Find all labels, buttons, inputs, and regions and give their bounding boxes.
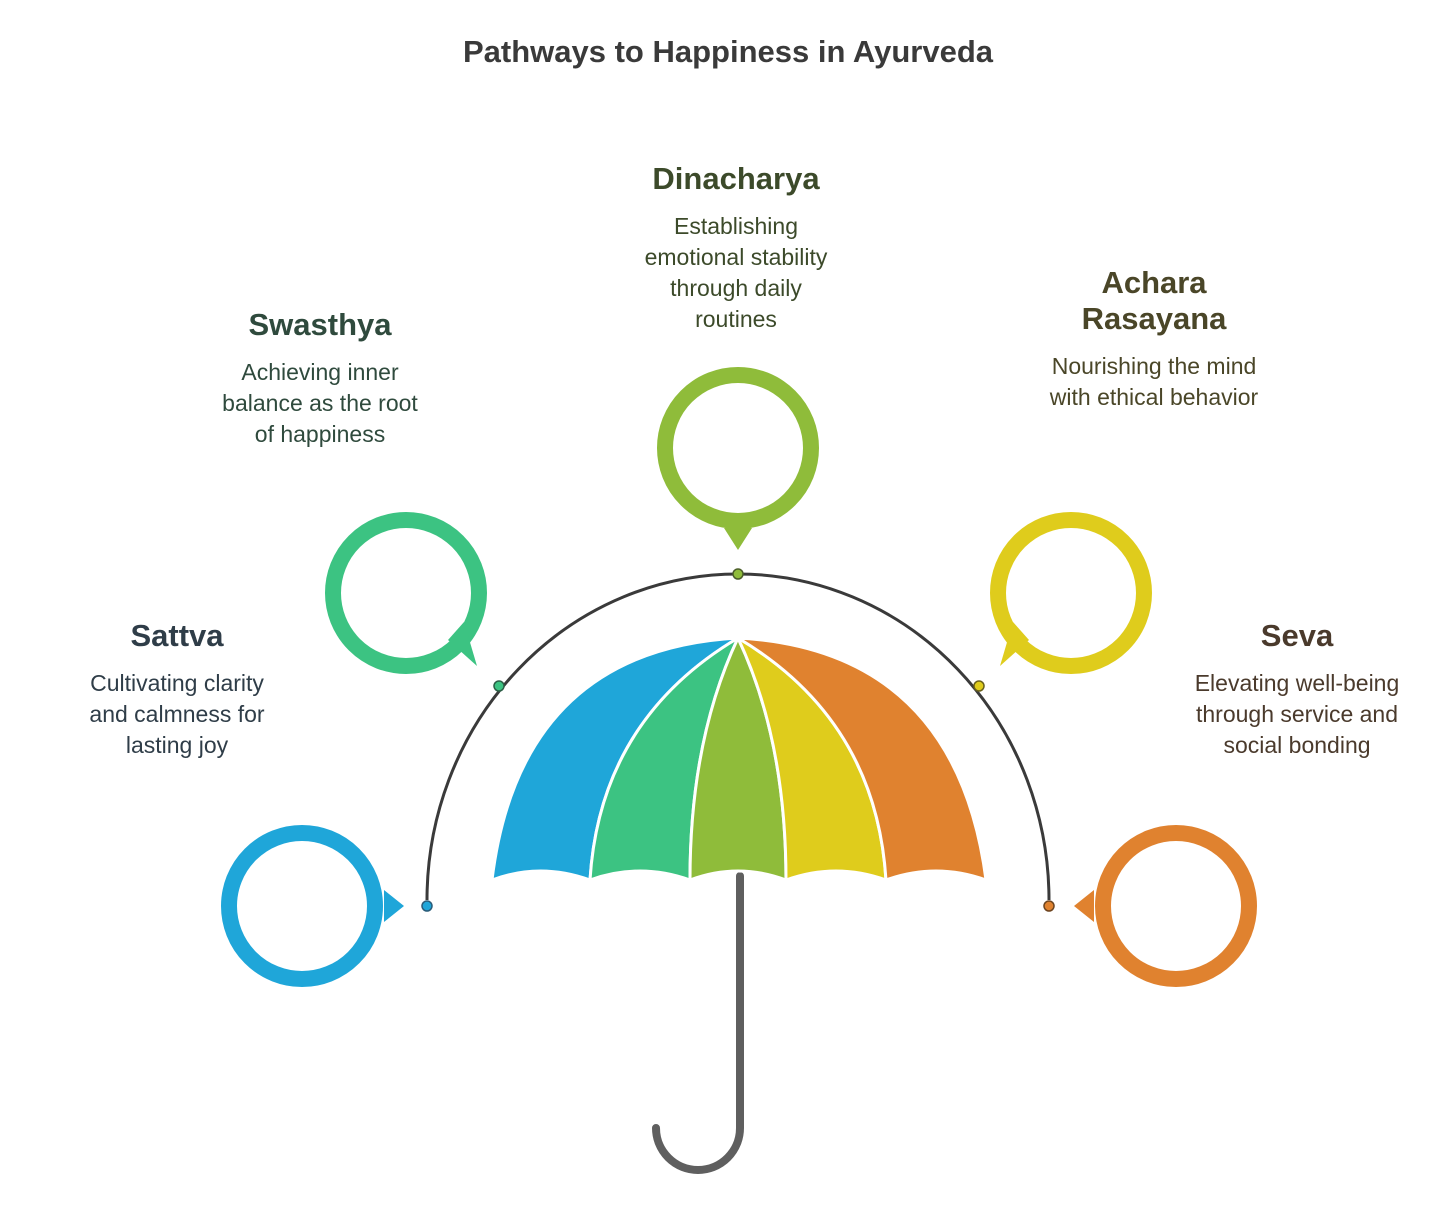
sattva-bubble-icon [221,825,404,987]
achara-rasayana-heading-line: Achara [1101,265,1207,300]
seva-description-line: social bonding [1223,732,1371,758]
diagram-title: Pathways to Happiness in Ayurveda [462,34,994,69]
swasthya-bubble-icon [325,512,487,674]
canopy-panel-orange [736,636,988,882]
swasthya-heading: Swasthya [248,307,392,342]
achara-rasayana-heading-line: Rasayana [1081,301,1227,336]
swasthya-connector-dot [493,680,505,692]
achara-rasayana-description-line: with ethical behavior [1049,384,1259,410]
dinacharya-description-line: emotional stability [644,244,828,270]
sattva-description-line: lasting joy [125,732,229,758]
umbrella-handle [652,872,744,1174]
achara-rasayana-pathway: Achara Rasayana Nourishing the mind with… [1014,265,1294,413]
swasthya-pathway: Swasthya Achieving inner balance as the … [195,307,445,450]
sattva-connector-dot [421,900,433,912]
umbrella-canopy [490,636,988,882]
dinacharya-pathway: Dinacharya Establishing emotional stabil… [614,161,858,335]
dinacharya-description-line: Establishing [673,213,799,239]
sattva-heading: Sattva [130,618,224,653]
sattva-description-line: Cultivating clarity [90,670,264,696]
seva-heading: Seva [1260,618,1334,653]
seva-bubble-icon [1074,825,1257,987]
seva-pathway: Seva Elevating well-being through servic… [1167,618,1427,761]
swasthya-description-line: of happiness [254,421,386,447]
sattva-description-line: and calmness for [89,701,265,727]
achara-rasayana-heading: Achara Rasayana [1014,265,1294,337]
dinacharya-heading: Dinacharya [652,161,820,196]
dinacharya-bubble-icon [657,367,819,550]
seva-description: Elevating well-being through service and… [1167,668,1427,761]
dinacharya-description-line: through daily [670,275,802,301]
swasthya-description-line: balance as the root [222,390,418,416]
achara-rasayana-description-line: Nourishing the mind [1051,353,1257,379]
sattva-pathway: Sattva Cultivating clarity and calmness … [62,618,292,761]
dinacharya-connector-dot [732,568,744,580]
achara-connector-dot [973,680,985,692]
dinacharya-description: Establishing emotional stability through… [614,211,858,335]
achara-bubble-icon [990,512,1152,674]
dinacharya-description-line: routines [695,306,777,332]
sattva-description: Cultivating clarity and calmness for las… [62,668,292,761]
seva-description-line: Elevating well-being [1194,670,1400,696]
swasthya-description: Achieving inner balance as the root of h… [195,357,445,450]
swasthya-description-line: Achieving inner [241,359,399,385]
seva-description-line: through service and [1195,701,1398,727]
achara-rasayana-description: Nourishing the mind with ethical behavio… [1014,351,1294,413]
seva-connector-dot [1043,900,1055,912]
